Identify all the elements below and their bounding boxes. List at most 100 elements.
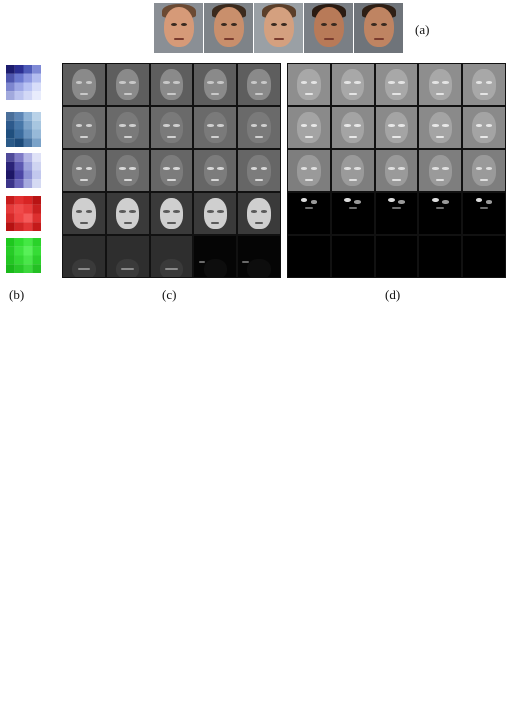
face-image xyxy=(354,3,404,53)
filter-pixel xyxy=(14,138,24,147)
feature-map-cell xyxy=(418,106,463,149)
feature-maps-panel-c xyxy=(62,63,281,278)
filter-pixel xyxy=(32,196,41,205)
filter-pixel xyxy=(32,264,41,273)
label-c: (c) xyxy=(162,287,177,302)
feature-map-cell xyxy=(62,192,106,235)
filter-pixel xyxy=(14,129,24,139)
filter-pixel xyxy=(14,65,24,74)
feature-map-cell xyxy=(193,192,238,235)
filter-pixel xyxy=(6,161,15,171)
feature-map-cell xyxy=(374,235,419,278)
filter-pixel xyxy=(23,204,33,214)
filter-pixel xyxy=(14,73,24,83)
filter-pixel xyxy=(6,196,15,205)
face-image xyxy=(204,3,254,53)
feature-map-cell xyxy=(237,149,281,192)
filter-pixel xyxy=(32,82,41,92)
filter-pixel xyxy=(6,238,15,247)
feature-map-cell xyxy=(105,235,150,278)
filter-pixel xyxy=(14,222,24,231)
feature-map-cell xyxy=(62,106,106,149)
filter-pixel xyxy=(32,129,41,139)
filter-pixel xyxy=(14,204,24,214)
face-image xyxy=(304,3,354,53)
label-b: (b) xyxy=(9,287,25,302)
feature-map-cell xyxy=(193,63,238,106)
filter-pixel xyxy=(23,196,33,205)
filter-pixel xyxy=(14,196,24,205)
filter-pixel xyxy=(6,213,15,223)
filter-pixel xyxy=(32,161,41,171)
filter-swatch xyxy=(6,153,41,188)
filter-pixel xyxy=(14,120,24,130)
filter-swatch xyxy=(6,238,41,273)
filter-pixel xyxy=(14,112,24,121)
feature-map-cell xyxy=(287,192,331,235)
filter-pixel xyxy=(14,213,24,223)
feature-map-cell xyxy=(287,63,331,106)
feature-map-cell xyxy=(418,149,463,192)
filter-pixel xyxy=(32,65,41,74)
feature-map-cell xyxy=(330,149,375,192)
filter-pixel xyxy=(23,213,33,223)
filter-pixel xyxy=(14,91,24,100)
filter-pixel xyxy=(23,179,33,188)
filter-pixel xyxy=(23,238,33,247)
feature-map-cell xyxy=(374,192,419,235)
filter-swatch xyxy=(6,65,41,100)
filter-pixel xyxy=(14,255,24,265)
feature-map-cell xyxy=(330,192,375,235)
feature-map-cell xyxy=(105,149,150,192)
filter-pixel xyxy=(23,112,33,121)
filter-pixel xyxy=(6,264,15,273)
feature-map-cell xyxy=(237,192,281,235)
filter-pixel xyxy=(32,112,41,121)
feature-map-cell xyxy=(62,149,106,192)
feature-map-cell xyxy=(149,149,194,192)
label-d: (d) xyxy=(385,287,401,302)
filter-pixel xyxy=(23,91,33,100)
label-a: (a) xyxy=(415,22,430,37)
filter-pixel xyxy=(14,82,24,92)
filter-pixel xyxy=(32,120,41,130)
feature-map-cell xyxy=(237,63,281,106)
filter-pixel xyxy=(14,170,24,180)
filter-swatch xyxy=(6,196,41,231)
filter-pixel xyxy=(32,138,41,147)
feature-map-cell xyxy=(149,106,194,149)
filter-pixel xyxy=(6,222,15,231)
feature-map-cell xyxy=(418,235,463,278)
face-image xyxy=(254,3,304,53)
filter-pixel xyxy=(23,222,33,231)
feature-map-cell xyxy=(287,106,331,149)
feature-map-cell xyxy=(462,149,506,192)
filter-pixel xyxy=(6,112,15,121)
filter-pixel xyxy=(23,73,33,83)
feature-map-cell xyxy=(62,63,106,106)
feature-map-cell xyxy=(330,106,375,149)
filter-pixel xyxy=(32,222,41,231)
feature-map-cell xyxy=(374,106,419,149)
filter-pixel xyxy=(32,255,41,265)
filter-pixel xyxy=(23,170,33,180)
filter-pixel xyxy=(6,246,15,256)
filter-pixel xyxy=(23,65,33,74)
feature-map-cell xyxy=(105,192,150,235)
feature-map-cell xyxy=(418,63,463,106)
filter-pixel xyxy=(32,91,41,100)
filter-pixel xyxy=(32,213,41,223)
feature-map-cell xyxy=(462,106,506,149)
input-faces-strip xyxy=(154,3,404,53)
filter-pixel xyxy=(23,138,33,147)
feature-map-cell xyxy=(287,235,331,278)
filter-pixel xyxy=(32,179,41,188)
filter-pixel xyxy=(6,65,15,74)
feature-map-cell xyxy=(374,149,419,192)
filter-pixel xyxy=(23,82,33,92)
filter-pixel xyxy=(6,129,15,139)
filter-pixel xyxy=(32,246,41,256)
filter-pixel xyxy=(23,129,33,139)
feature-map-cell xyxy=(193,149,238,192)
filter-pixel xyxy=(6,138,15,147)
